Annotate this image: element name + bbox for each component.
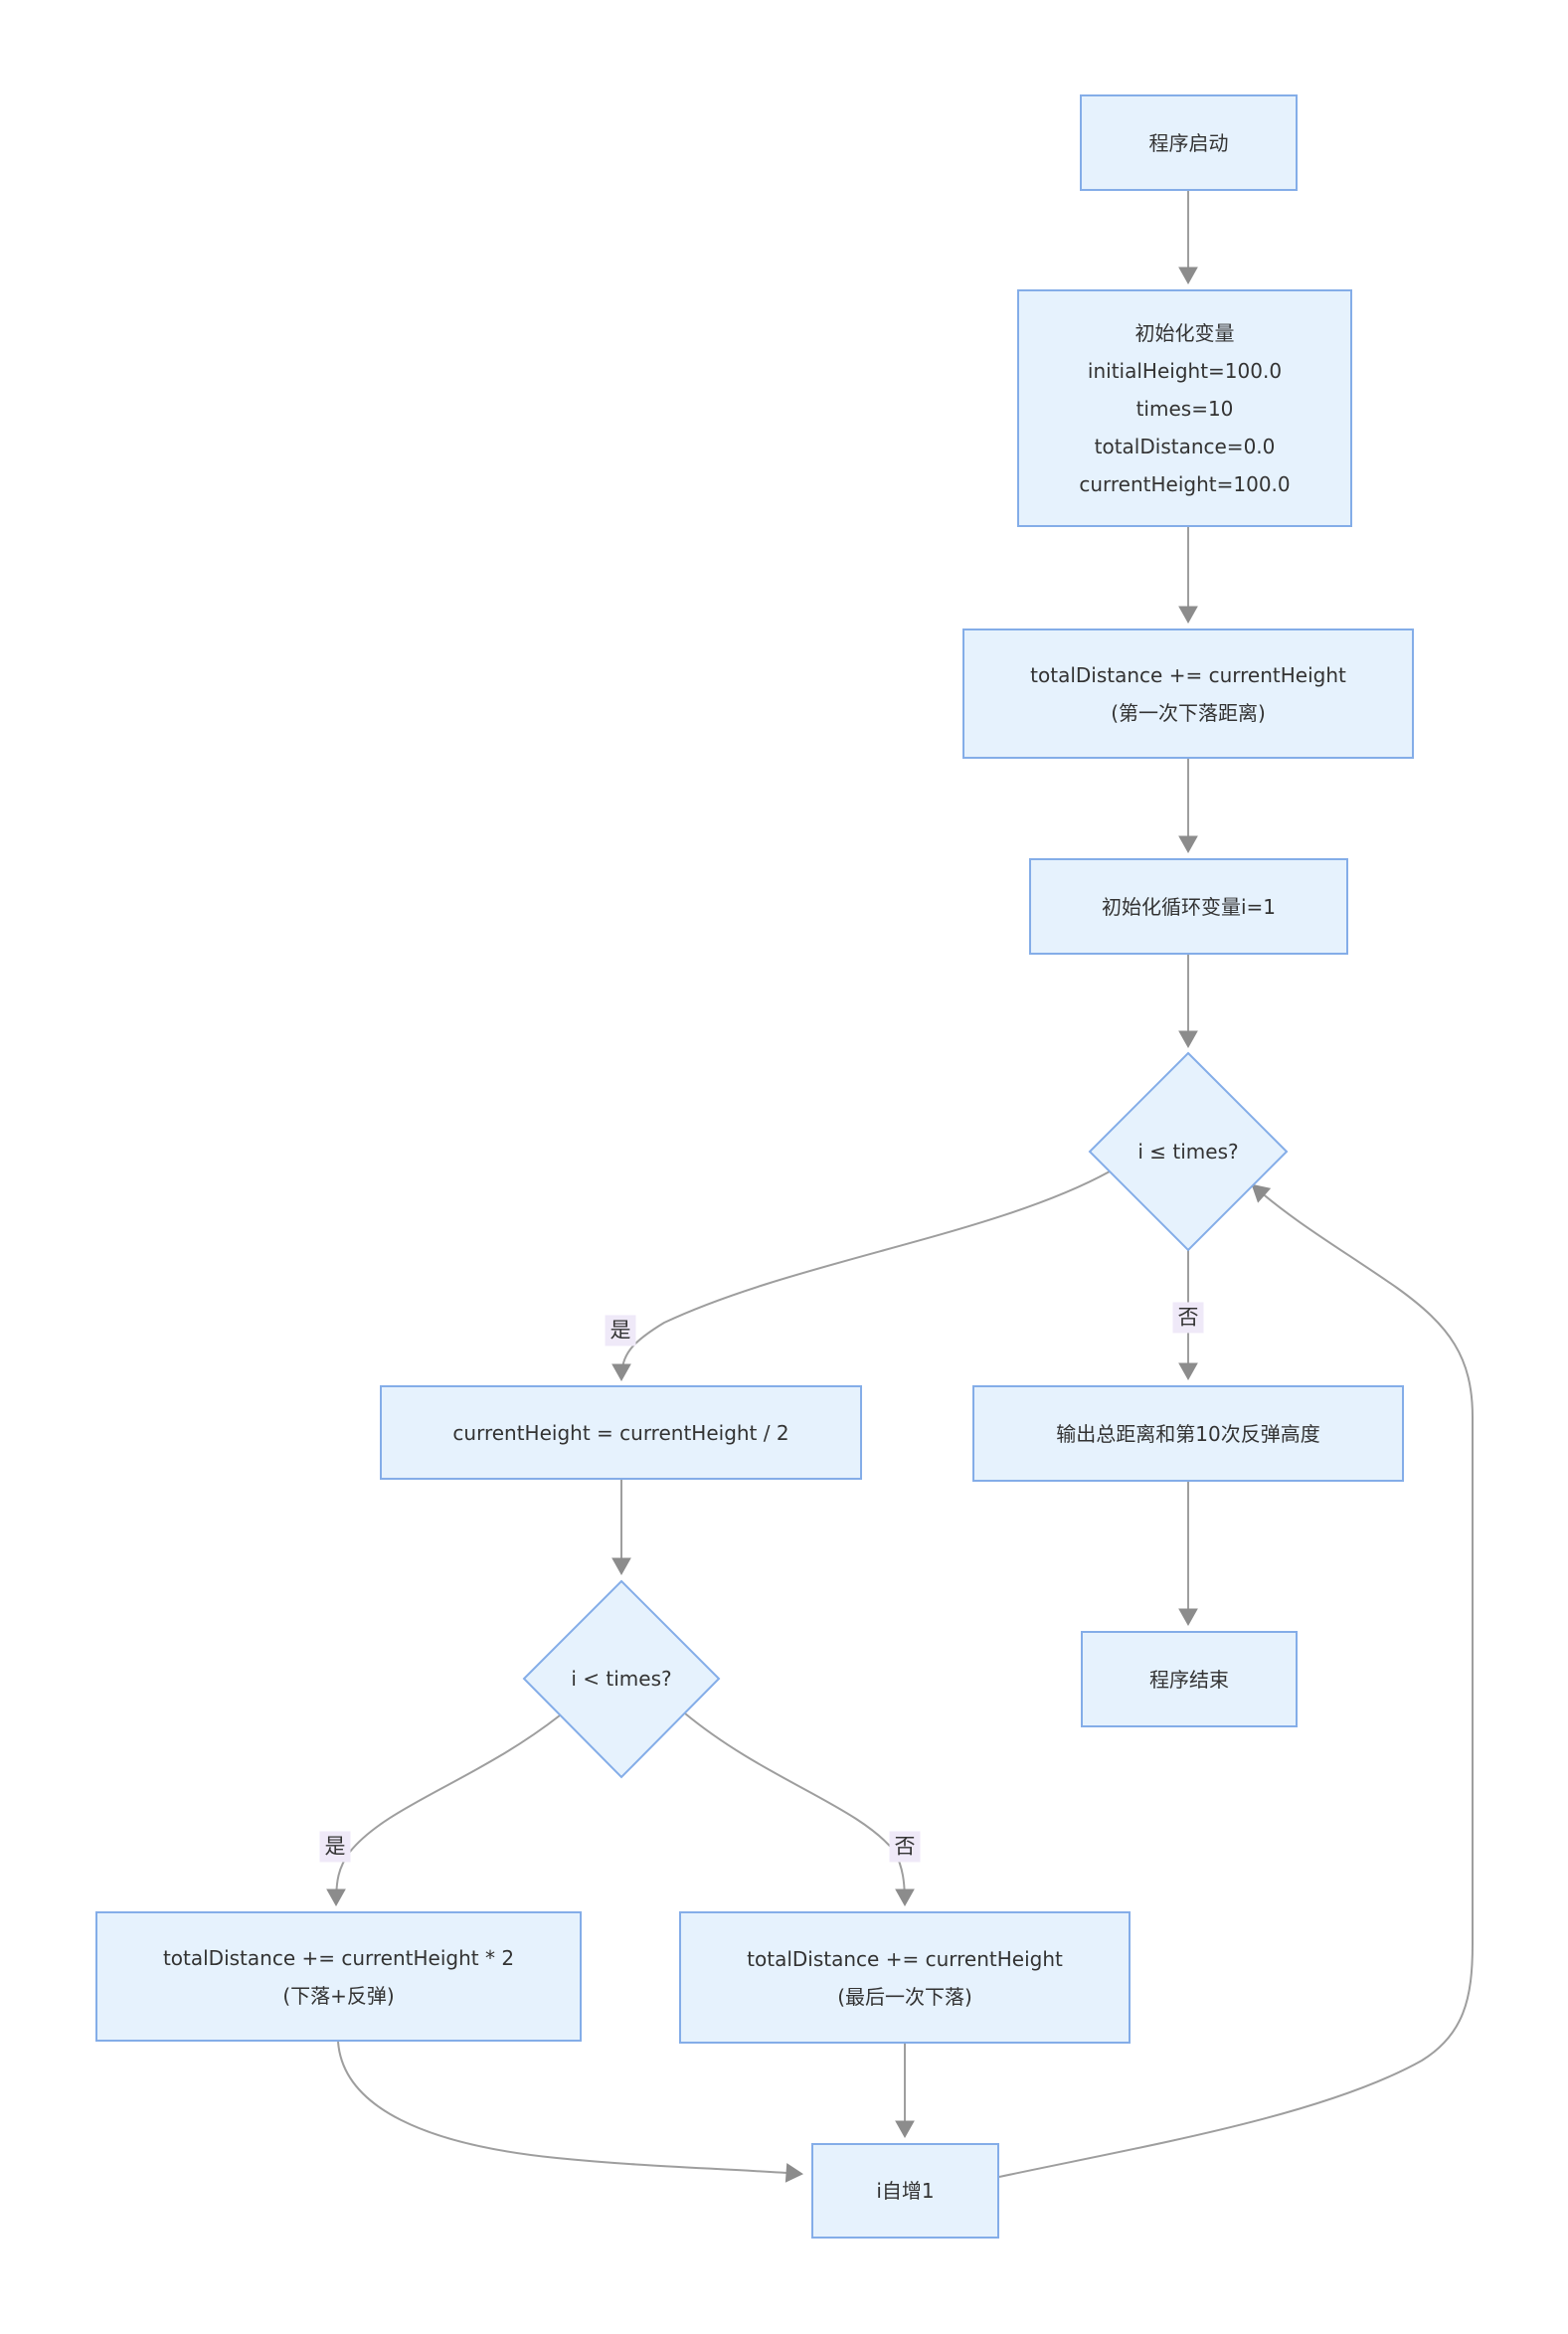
decision-i-lte-times-shape (1088, 1051, 1289, 1252)
edge-label-inner-no: 否 (889, 1831, 921, 1863)
edge-label-outer-no: 否 (1172, 1302, 1204, 1334)
edge-cond-inner-no-to-add-last (684, 1712, 905, 1904)
node-add-double: totalDistance += currentHeight * 2 (下落+反… (95, 1911, 582, 2042)
edge-cond-outer-yes-to-halve (621, 1170, 1111, 1379)
node-increment: i自增1 (811, 2143, 999, 2239)
node-add-last: totalDistance += currentHeight (最后一次下落) (679, 1911, 1131, 2044)
node-start-label: 程序启动 (1148, 130, 1229, 155)
edge-cond-inner-yes-to-add-double (336, 1714, 561, 1904)
node-increment-label: i自增1 (876, 2179, 935, 2203)
node-add-last-line: (最后一次下落) (837, 1984, 972, 2009)
node-start: 程序启动 (1080, 94, 1298, 191)
node-init-vars-line: initialHeight=100.0 (1087, 358, 1283, 383)
node-output-result-label: 输出总距离和第10次反弹高度 (1056, 1421, 1320, 1446)
node-add-double-line: (下落+反弹) (282, 1983, 395, 2008)
node-halve-height: currentHeight = currentHeight / 2 (380, 1385, 862, 1480)
node-first-drop-line: totalDistance += currentHeight (1030, 662, 1346, 687)
node-init-vars: 初始化变量 initialHeight=100.0 times=10 total… (1017, 289, 1352, 527)
decision-i-lt-times-shape (522, 1579, 721, 1779)
node-output-result: 输出总距离和第10次反弹高度 (972, 1385, 1404, 1482)
node-init-vars-line: totalDistance=0.0 (1094, 434, 1276, 458)
node-init-vars-line: times=10 (1135, 396, 1234, 421)
node-init-vars-line: currentHeight=100.0 (1079, 471, 1291, 496)
edge-label-inner-yes: 是 (319, 1831, 351, 1863)
node-halve-height-label: currentHeight = currentHeight / 2 (452, 1420, 789, 1445)
node-init-vars-line: 初始化变量 (1134, 320, 1235, 345)
node-init-loop-label: 初始化循环变量i=1 (1101, 894, 1277, 919)
node-first-drop-line: (第一次下落距离) (1111, 700, 1266, 725)
node-add-last-line: totalDistance += currentHeight (747, 1946, 1063, 1971)
node-add-double-line: totalDistance += currentHeight * 2 (162, 1945, 515, 1970)
edge-increment-loop-to-cond-outer (998, 1185, 1474, 2178)
node-end: 程序结束 (1081, 1631, 1298, 1727)
node-init-loop: 初始化循环变量i=1 (1029, 858, 1348, 955)
edge-label-outer-yes: 是 (605, 1315, 636, 1347)
edge-add-double-to-increment (337, 2041, 801, 2174)
node-first-drop: totalDistance += currentHeight (第一次下落距离) (962, 628, 1414, 759)
node-end-label: 程序结束 (1149, 1667, 1229, 1692)
